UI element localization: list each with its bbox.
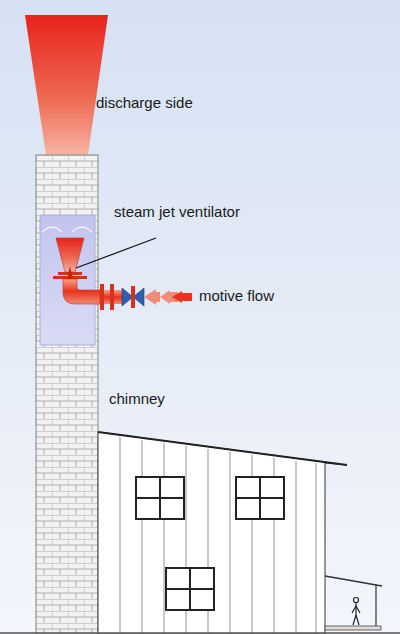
steam-pipe [63, 279, 100, 304]
chimney-shaft [36, 155, 98, 634]
building [98, 432, 347, 634]
part-label: chimney [109, 390, 165, 408]
person [352, 598, 360, 626]
part-label: motive flow [199, 287, 274, 305]
part-label: steam jet ventilator [114, 203, 240, 221]
part-label: discharge side [96, 94, 193, 112]
leader-line [76, 238, 156, 268]
window [136, 477, 284, 610]
discharge-plume [25, 15, 108, 155]
